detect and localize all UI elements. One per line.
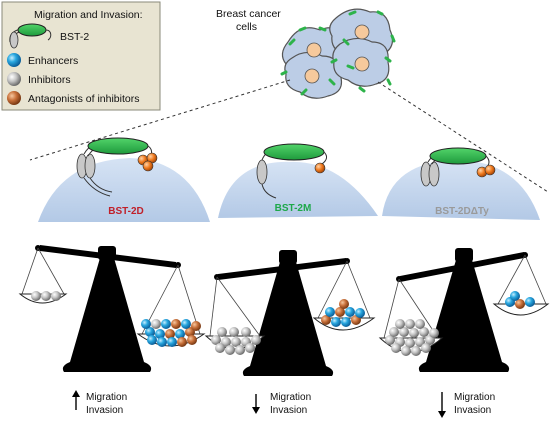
membrane-panel-bst2d: [38, 137, 210, 222]
enhancer-sphere-icon: [7, 53, 21, 67]
outcome-arrow-down-2: [252, 394, 260, 414]
legend-label-bst2: BST-2: [60, 31, 89, 43]
legend-box: Migration and Invasion: BST-2 Enhancers …: [1, 1, 161, 111]
outcome1-line2: Invasion: [86, 405, 123, 416]
outcome2-line1: Migration: [270, 392, 311, 403]
membrane-panel-bst2m: [218, 143, 378, 218]
inhibitor-sphere-icon: [7, 72, 21, 86]
outcome3-line1: Migration: [454, 392, 495, 403]
balance-scale-bst2d: [18, 245, 206, 372]
legend-label-enhancers: Enhancers: [28, 55, 78, 67]
scale1-left-pan-inhibitors: [31, 291, 61, 301]
scale2-right-pan-enhancers-antagonists: [321, 299, 365, 327]
legend-title: Migration and Invasion:: [34, 9, 143, 21]
zoom-line-right: [377, 81, 549, 193]
scale1-right-pan-enhancers-antagonists: [141, 319, 201, 347]
legend-label-inhibitors: Inhibitors: [28, 74, 71, 86]
outcome2-line2: Invasion: [270, 405, 307, 416]
antagonist-sphere-icon: [7, 91, 21, 105]
scale3-left-pan-inhibitors: [385, 319, 439, 356]
cells-label-line2: cells: [236, 21, 257, 33]
outcome1-line1: Migration: [86, 392, 127, 403]
outcome3-line2: Invasion: [454, 405, 491, 416]
scale3-right-pan-enhancers-antagonists: [505, 291, 535, 309]
outcome-arrow-down-3: [438, 392, 446, 418]
cells-label-line1: Breast cancer: [216, 8, 281, 20]
outcome-arrow-up-1: [72, 390, 80, 410]
scale2-left-pan-inhibitors: [211, 327, 261, 355]
breast-cancer-cells-cluster: [280, 8, 396, 99]
legend-label-antagonists: Antagonists of inhibitors: [28, 93, 139, 105]
variant-label-bst2dty: BST-2DΔTy: [435, 206, 489, 217]
variant-label-bst2d: BST-2D: [108, 206, 144, 217]
membrane-panel-bst2dty: [382, 147, 540, 220]
bst2-protein-icon: [9, 23, 52, 49]
variant-label-bst2m: BST-2M: [275, 203, 312, 214]
